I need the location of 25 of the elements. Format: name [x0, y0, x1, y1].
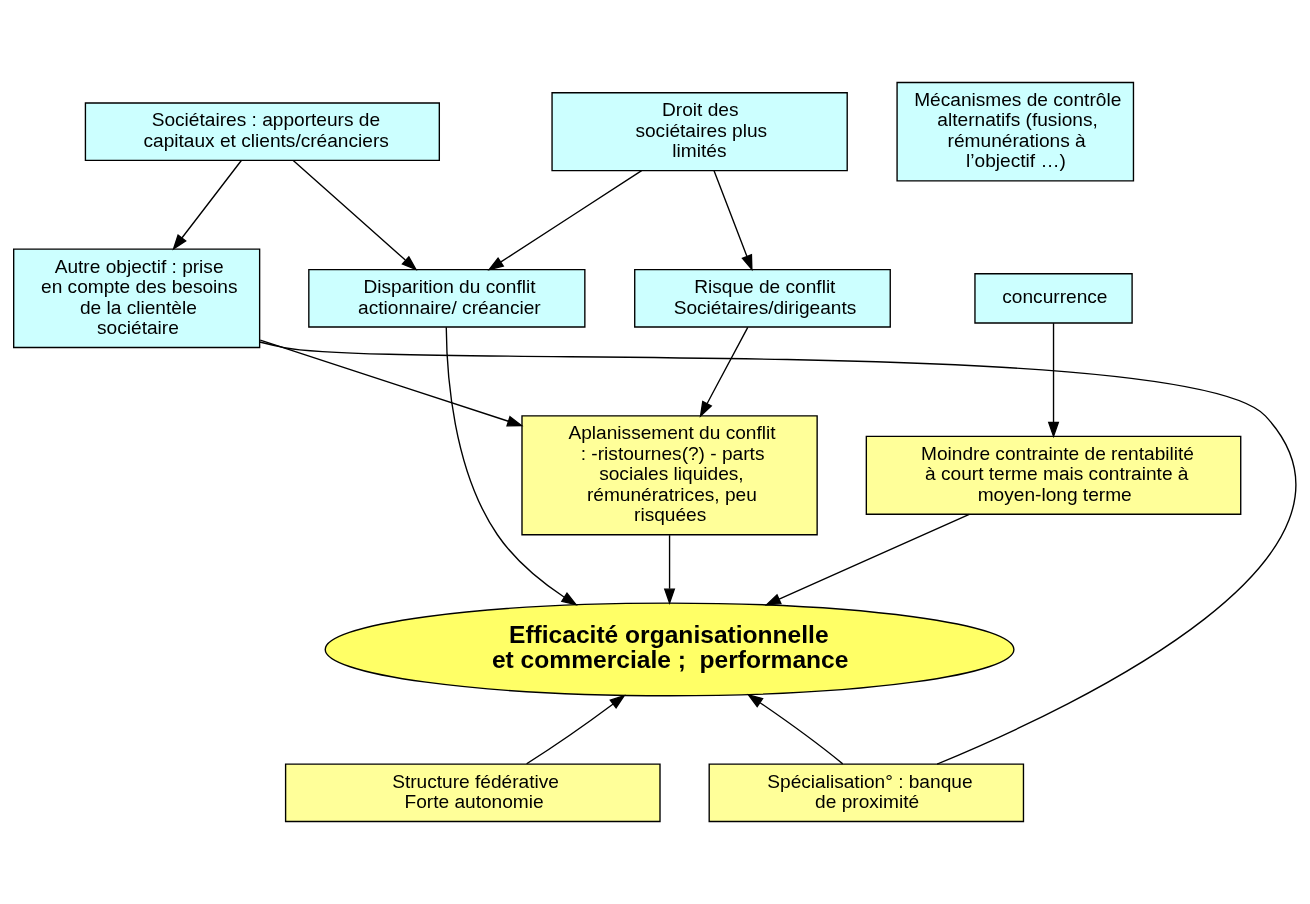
node-box: Sociétaires : apporteurs de capitaux et clients/créanciers [84, 102, 440, 162]
arrow [172, 159, 242, 251]
arrow [525, 694, 626, 765]
arrow [445, 326, 578, 606]
node-box: Autre objectif : prise en compte des besoins de la clientèle sociétaire [13, 248, 261, 349]
node-box: Disparition du conflit actionnaire/ créancier [308, 269, 586, 328]
node-box: Risque de conflit Sociétaires/dirigeants [634, 269, 891, 328]
node-box: Spécialisation° : banque de proximité [708, 763, 1025, 823]
arrow [259, 339, 524, 427]
node-box: Moindre contrainte de rentabilité à court terme mais contrainte à moyen-long terme [865, 435, 1242, 515]
node-box: Structure fédérative Forte autonomie [284, 763, 661, 823]
arrow [746, 693, 844, 765]
node-box: Aplanissement du conflit : -ristournes(?) - parts sociales liquides, rémunératrices, peu risquées [521, 415, 818, 536]
arrow [1047, 322, 1060, 439]
node-box: Droit des sociétaires plus limités [551, 92, 848, 172]
node-box: Mécanismes de contrôle alternatifs (fusions, rémunérations à l’objectif …) [896, 81, 1135, 182]
node-box: concurrence [974, 273, 1133, 324]
arrow [663, 534, 676, 605]
arrow [764, 513, 970, 606]
arrow [699, 326, 749, 418]
node-ellipse: Efficacité organisationnelle et commerciale ; performance [324, 602, 1015, 697]
arrow [487, 169, 643, 271]
connector [259, 341, 1297, 765]
arrow [713, 169, 753, 272]
arrow [292, 159, 418, 271]
